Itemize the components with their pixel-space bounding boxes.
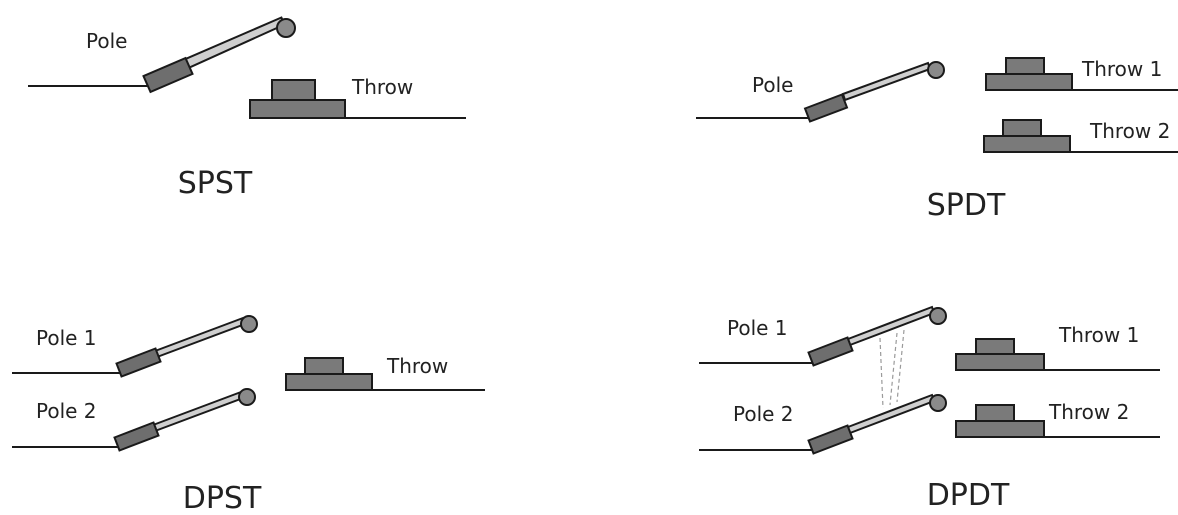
- spst-caption: SPST: [178, 166, 253, 201]
- dpdt-pole2-grip: [807, 424, 854, 455]
- dpdt-diagram: Pole 1 Pole 2 Throw 1 Throw 2 DPDT: [699, 305, 1160, 513]
- dpdt-pole2-rod: [846, 393, 936, 435]
- dpst-pole2-pivot: [238, 388, 256, 406]
- dpst-pole2-label: Pole 2: [36, 399, 97, 423]
- dpst-pole1-grip: [115, 347, 162, 378]
- spst-diagram: Pole Throw SPST: [28, 16, 466, 201]
- dpdt-throw2-base: [955, 420, 1045, 438]
- spst-pole-pivot: [276, 18, 296, 38]
- spdt-throw1-label: Throw 1: [1081, 57, 1162, 81]
- spdt-throw1-base: [985, 73, 1073, 91]
- spdt-pole-rod: [841, 61, 932, 102]
- dpdt-throw1-label: Throw 1: [1058, 323, 1139, 347]
- dpdt-pole2-lever: [807, 393, 947, 455]
- spdt-throw1-cap: [1005, 57, 1045, 75]
- dpdt-throw2-contact: [955, 404, 1045, 438]
- spdt-throw2-cap: [1002, 119, 1042, 137]
- spdt-throw2-base: [983, 135, 1071, 153]
- dpst-pole1-pivot: [240, 315, 258, 333]
- dpdt-caption: DPDT: [927, 478, 1010, 513]
- spdt-pole-lever: [803, 61, 945, 123]
- dpst-pole1-rod: [153, 316, 247, 359]
- spdt-pole-label: Pole: [752, 73, 793, 97]
- dpdt-throw1-contact: [955, 338, 1045, 371]
- spdt-pole-grip: [803, 93, 849, 123]
- dpdt-mechanical-link: [879, 329, 905, 409]
- dpdt-throw2-label: Throw 2: [1048, 400, 1129, 424]
- dpdt-pole1-label: Pole 1: [727, 316, 788, 340]
- dpdt-throw1-base: [955, 353, 1045, 371]
- dpdt-pole2-label: Pole 2: [733, 402, 794, 426]
- dpdt-pole2-pivot: [929, 394, 947, 412]
- dpdt-pole1-lever: [807, 305, 947, 367]
- dpdt-throw2-cap: [975, 404, 1015, 422]
- dpdt-link-line-right: [896, 329, 905, 403]
- dpdt-pole1-grip: [807, 336, 854, 367]
- dpdt-link-line-left: [879, 337, 884, 409]
- dpst-throw-base: [285, 373, 373, 391]
- spst-pole-grip: [142, 56, 194, 94]
- spdt-pole-pivot: [927, 61, 945, 79]
- spst-pole-lever: [142, 16, 296, 94]
- dpst-pole2-grip: [113, 421, 160, 452]
- dpdt-pole1-rod: [846, 305, 936, 347]
- spst-throw-contact: [249, 79, 346, 119]
- spdt-diagram: Pole Throw 1 Throw 2 SPDT: [696, 57, 1178, 223]
- spdt-throw2-contact: [983, 119, 1071, 153]
- dpst-pole1-label: Pole 1: [36, 326, 97, 350]
- spdt-caption: SPDT: [927, 188, 1006, 223]
- dpst-diagram: Pole 1 Pole 2 Throw DPST: [12, 315, 485, 515]
- dpdt-link-line-middle: [889, 332, 898, 406]
- dpst-throw-label: Throw: [386, 354, 448, 378]
- spst-throw-cap: [271, 79, 316, 101]
- dpst-pole2-rod: [151, 390, 245, 433]
- spst-throw-label: Throw: [351, 75, 413, 99]
- spst-throw-base: [249, 99, 346, 119]
- dpdt-throw1-cap: [975, 338, 1015, 355]
- dpst-throw-cap: [304, 357, 344, 375]
- spdt-throw1-contact: [985, 57, 1073, 91]
- dpst-pole2-lever: [113, 388, 256, 452]
- dpdt-pole1-pivot: [929, 307, 947, 325]
- spdt-throw2-label: Throw 2: [1089, 119, 1170, 143]
- dpst-caption: DPST: [183, 481, 262, 515]
- dpst-pole1-lever: [115, 315, 258, 378]
- dpst-throw-contact: [285, 357, 373, 391]
- spst-pole-label: Pole: [86, 29, 127, 53]
